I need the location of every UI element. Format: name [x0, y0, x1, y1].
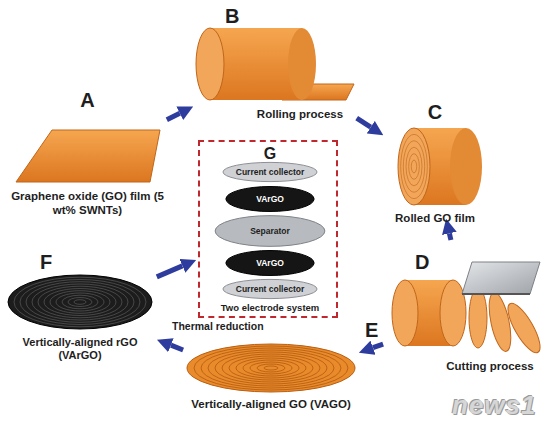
spiral-ring [74, 300, 86, 305]
roll-end [288, 28, 316, 100]
spiral-ring [38, 286, 122, 318]
process-arrow [449, 233, 451, 240]
layer-disc [223, 279, 317, 298]
step-caption: Vertically-aligned rGO (VArGO) [5, 336, 155, 362]
rolled-face [398, 128, 430, 205]
layer-disc [226, 251, 314, 276]
spiral-ring [403, 141, 424, 192]
electrode-layer: Current collector [222, 162, 318, 182]
spiral-ring [264, 366, 278, 370]
spiral-ring [229, 356, 313, 380]
arrow-label: Thermal reduction [170, 320, 266, 332]
rolled-end [450, 128, 482, 205]
step-panel: B Rolling process [195, 4, 355, 126]
vargo-disc [8, 275, 152, 329]
vago-disc [187, 344, 355, 392]
step-caption: Cutting process [430, 360, 550, 374]
spiral-ring [411, 160, 416, 173]
spiral-ring [243, 360, 299, 376]
step-letter: C [385, 100, 485, 124]
watermark: news1 [452, 390, 537, 421]
step-caption: Rolling process [245, 108, 355, 122]
step-letter: D [415, 250, 439, 274]
spiral-ring [194, 346, 348, 390]
step-letter: B [225, 4, 249, 28]
spiral-ring [26, 282, 134, 323]
electrode-layer: VArGO [225, 250, 315, 276]
step-panel: EVertically-aligned GO (VAGO) [185, 340, 357, 428]
step-panel: F Vertically-aligned rGO (VArGO) [5, 250, 155, 370]
spiral-ring [14, 277, 146, 327]
spiral-ring [62, 295, 98, 309]
spiral-ring [401, 134, 428, 198]
cut-roll-end [440, 280, 466, 346]
spiral-ring [222, 354, 320, 382]
step-letter: A [10, 88, 165, 112]
step-caption: Two electrode system [200, 302, 340, 313]
spiral-ring [201, 348, 341, 388]
electrode-layer: Current collector [222, 279, 318, 299]
spiral-ring [250, 362, 292, 374]
layer-label: Current collector [236, 168, 305, 177]
spiral-ring [68, 298, 92, 307]
cut-slice [502, 299, 546, 356]
step-panel: A Graphene oxide (GO) film (5 wt% SWNTs) [10, 88, 165, 232]
process-arrow [167, 113, 180, 120]
step-panel: D Cutting process [385, 250, 550, 378]
layer-disc [226, 187, 314, 212]
step-caption: Vertically-aligned GO (VAGO) [185, 398, 357, 412]
spiral-ring [20, 280, 140, 325]
step-caption: Rolled GO film [385, 212, 485, 226]
step-caption: Graphene oxide (GO) film (5 wt% SWNTs) [10, 190, 165, 218]
cut-roll-face [392, 280, 418, 346]
step-panel: C Rolled GO film [385, 100, 485, 238]
cut-slice [469, 288, 487, 348]
layer-label: VArGO [256, 195, 284, 204]
spiral-ring [409, 154, 420, 180]
step-letter: F [40, 250, 64, 274]
go-film [16, 130, 160, 182]
layer-label: VArGO [256, 259, 284, 268]
spiral-ring [215, 352, 327, 384]
step-letter: G [200, 144, 340, 163]
razor-blade [462, 262, 540, 294]
spiral-ring [32, 284, 128, 320]
layer-disc [215, 216, 325, 247]
electrode-layer: VArGO [225, 186, 315, 212]
process-arrow [171, 345, 183, 350]
step-letter: E [365, 318, 389, 342]
roll-face [196, 28, 224, 100]
spiral-ring [257, 364, 285, 372]
layer-disc [223, 162, 317, 181]
cell-box: GTwo electrode systemCurrent collectorVA… [198, 140, 338, 318]
spiral-ring [236, 358, 306, 378]
process-arrow [357, 118, 371, 127]
process-arrow [373, 344, 383, 348]
spiral-ring [56, 293, 104, 311]
spiral-ring [44, 289, 116, 316]
layer-label: Current collector [236, 285, 305, 294]
spiral-ring [406, 147, 422, 186]
spiral-ring [208, 350, 334, 386]
process-arrow [157, 266, 183, 277]
layer-label: Separator [250, 227, 290, 236]
electrode-layer: Separator [214, 215, 326, 247]
blade-edge [462, 293, 530, 295]
spiral-ring [50, 291, 110, 314]
